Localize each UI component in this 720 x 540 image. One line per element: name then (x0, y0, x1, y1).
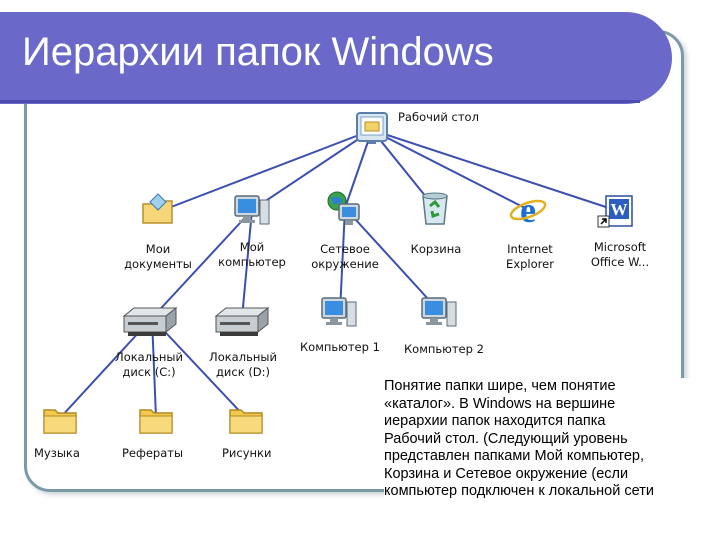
label-folder-pictures: Рисунки (222, 446, 272, 460)
network-places-icon[interactable] (325, 190, 365, 230)
svg-text:W: W (611, 200, 628, 219)
label-computer-2: Компьютер 2 (404, 342, 484, 356)
word-shortcut-icon[interactable]: W (596, 194, 636, 230)
computer-2-icon[interactable] (420, 294, 460, 334)
drive-c-icon[interactable] (118, 304, 182, 344)
desktop-icon[interactable] (354, 110, 390, 146)
recycle-bin-icon[interactable] (417, 190, 453, 228)
description-text: Понятие папки шире, чем понятие «каталог… (384, 378, 720, 501)
ie-glyph: e (520, 190, 536, 230)
folder-essays-icon[interactable] (138, 404, 174, 436)
internet-explorer-icon[interactable]: e (508, 190, 548, 230)
label-computer-1: Компьютер 1 (300, 340, 380, 354)
slide-title: Иерархии папок Windows (22, 30, 494, 74)
title-underline (0, 100, 640, 103)
label-folder-essays: Рефераты (122, 446, 184, 460)
folder-music-icon[interactable] (42, 404, 78, 436)
my-documents-icon[interactable] (140, 192, 176, 228)
label-folder-music: Музыка (34, 446, 80, 460)
folder-pictures-icon[interactable] (228, 404, 264, 436)
label-recycle-bin: Корзина (410, 242, 462, 256)
root-label: Рабочий стол (398, 110, 479, 124)
title-bar (0, 12, 672, 104)
drive-d-icon[interactable] (210, 304, 274, 344)
computer-1-icon[interactable] (320, 294, 360, 334)
my-computer-icon[interactable] (233, 192, 271, 230)
